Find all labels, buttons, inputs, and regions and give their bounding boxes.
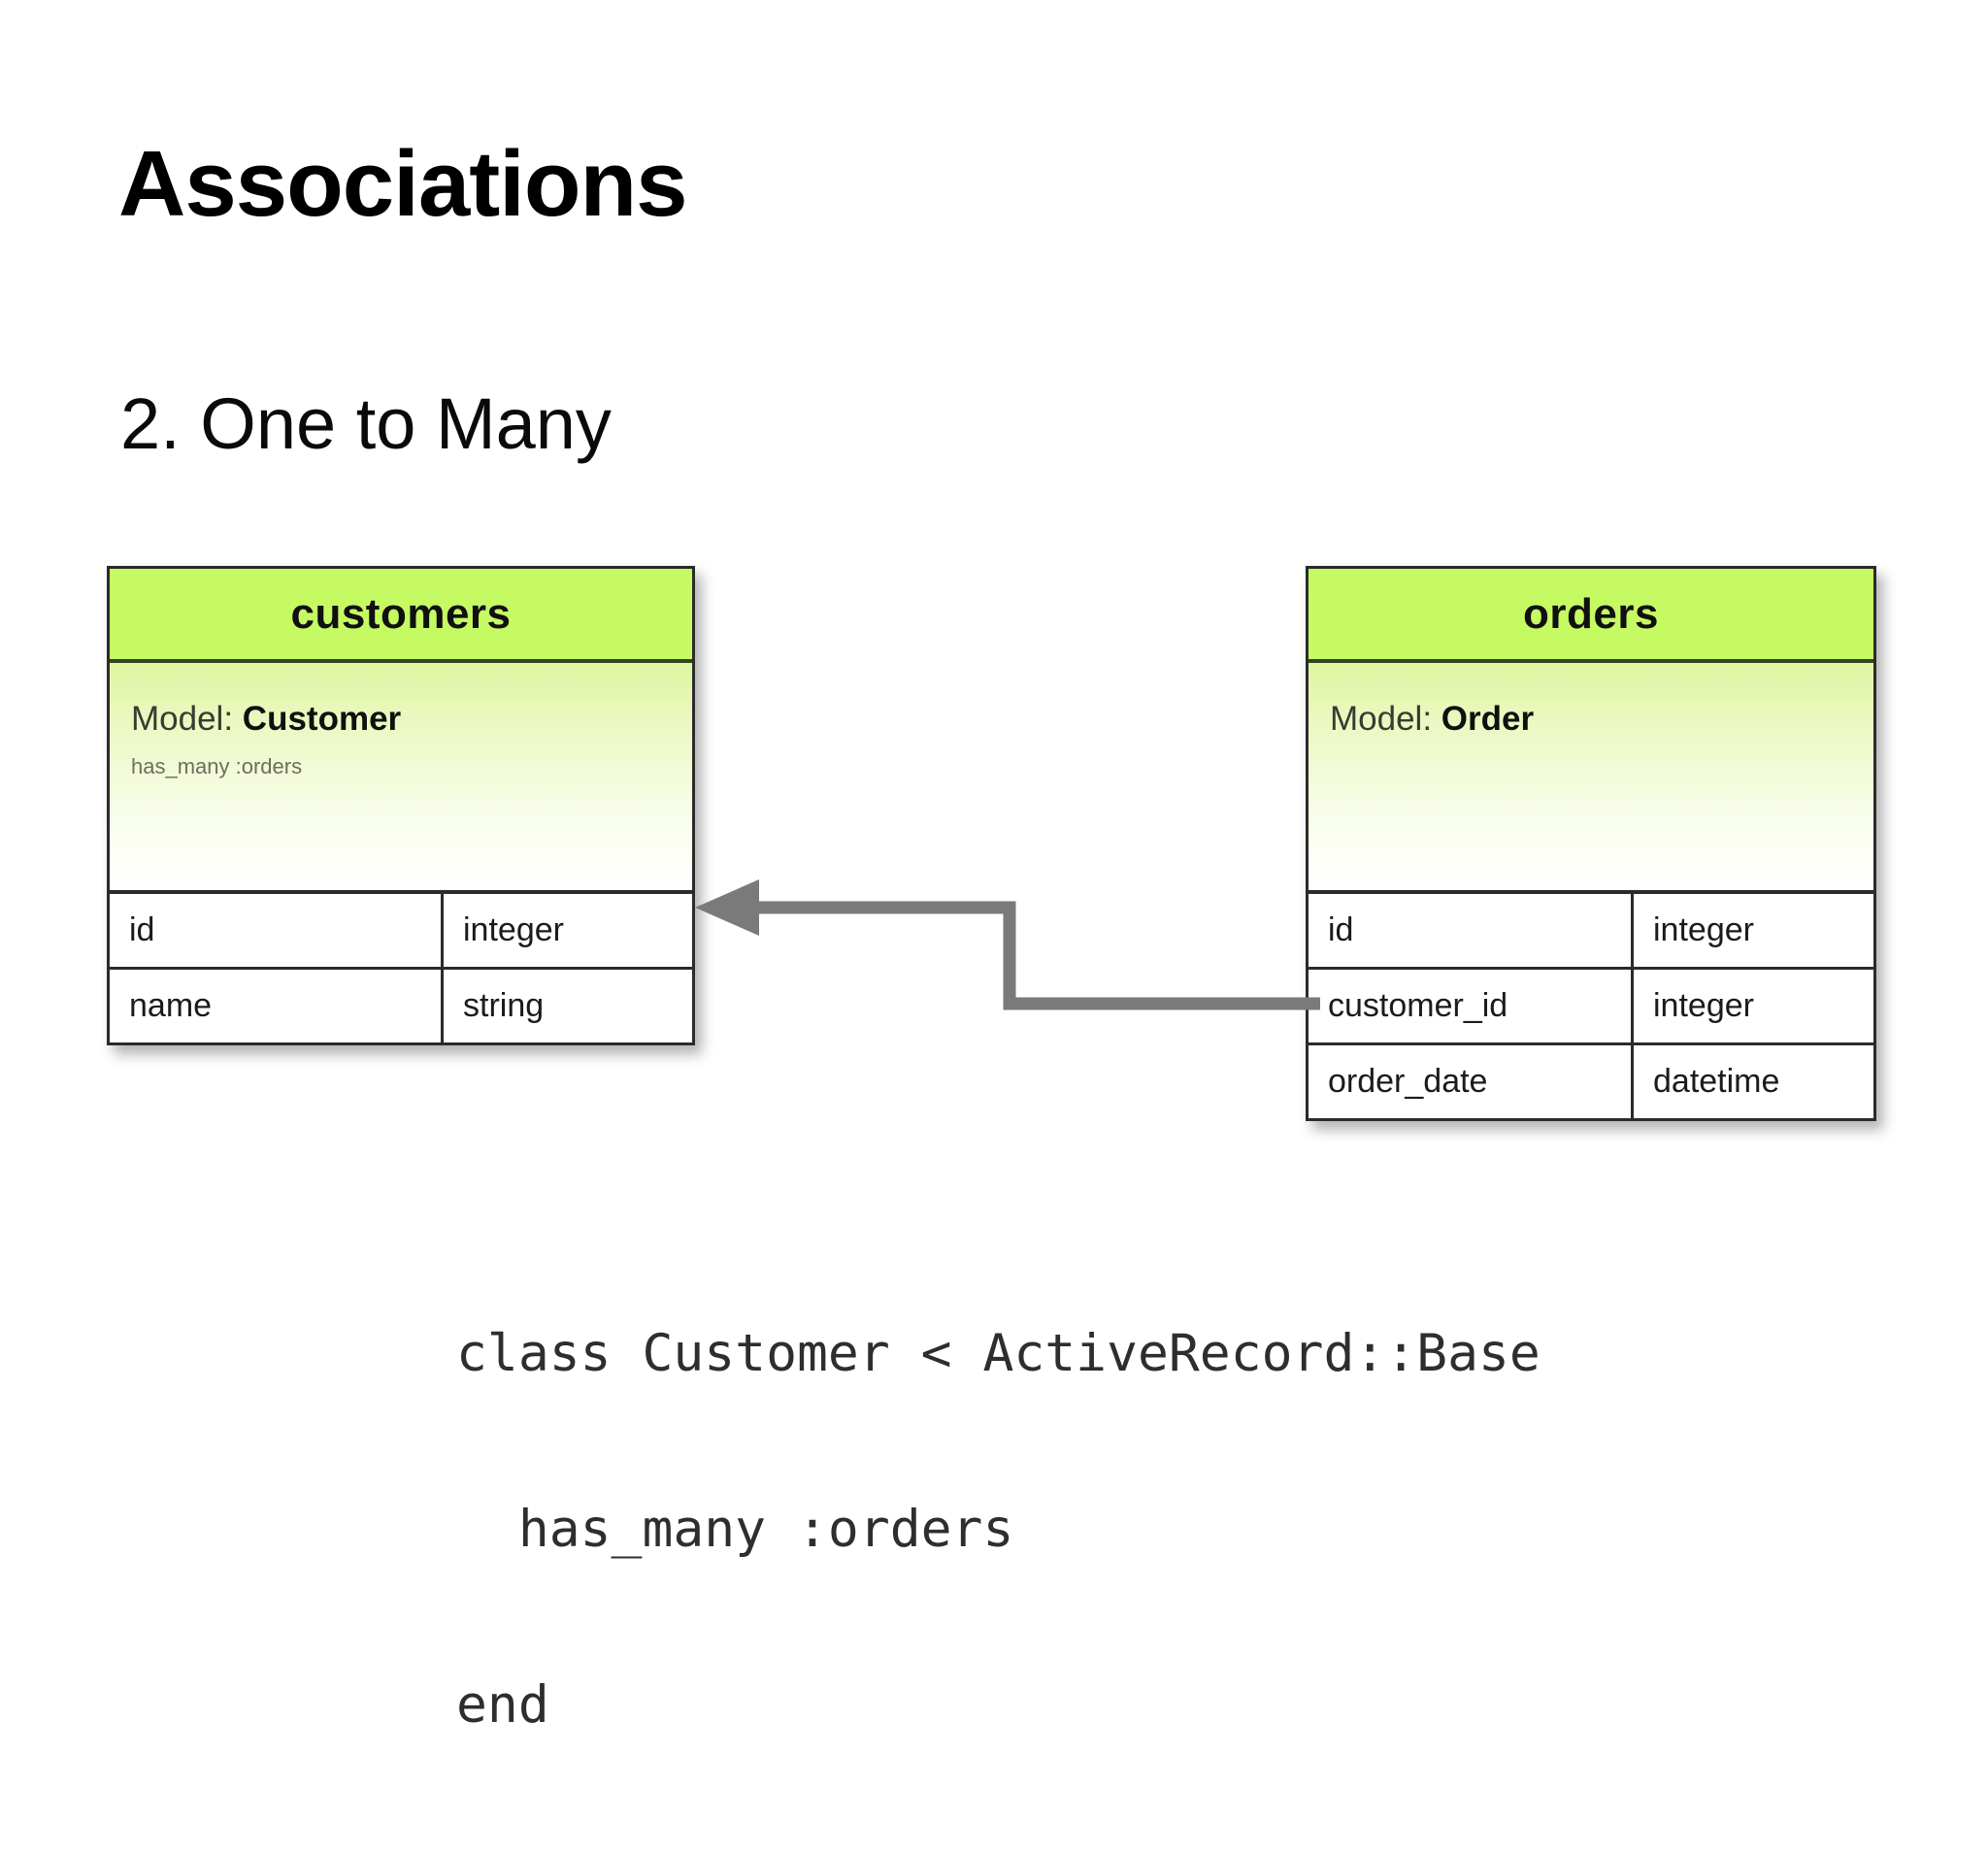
- code-block: class Customer < ActiveRecord::Base has_…: [456, 1207, 1541, 1852]
- er-table-body-customers: Model: Customer has_many :orders: [110, 663, 692, 890]
- er-columns-customers: id integer name string: [110, 890, 692, 1042]
- er-model-prefix-customers: Model:: [131, 700, 234, 738]
- er-table-orders: orders Model: Order id integer customer_…: [1306, 566, 1876, 1121]
- er-model-name-customers: Customer: [242, 700, 402, 738]
- er-column-name: customer_id: [1309, 970, 1634, 1042]
- er-model-prefix-orders: Model:: [1330, 700, 1433, 738]
- er-column-name: name: [110, 970, 444, 1042]
- code-line-1: class Customer < ActiveRecord::Base: [456, 1323, 1541, 1383]
- er-table-customers: customers Model: Customer has_many :orde…: [107, 566, 695, 1045]
- er-table-header-orders: orders: [1309, 569, 1873, 663]
- er-column-type: datetime: [1634, 1045, 1873, 1118]
- connector-arrowhead-icon: [695, 879, 759, 936]
- slide-subtitle: 2. One to Many: [120, 383, 612, 464]
- er-table-title-orders: orders: [1523, 589, 1659, 638]
- relationship-connector-arrow: [695, 879, 1320, 1010]
- code-line-2: has_many :orders: [456, 1500, 1014, 1560]
- connector-line: [736, 901, 1320, 1010]
- page-title: Associations: [118, 132, 688, 236]
- er-column-type: string: [444, 970, 689, 1042]
- table-row: customer_id integer: [1309, 970, 1873, 1045]
- slide-canvas: Associations 2. One to Many customers Mo…: [107, 132, 1876, 1736]
- er-table-body-orders: Model: Order: [1309, 663, 1873, 890]
- er-columns-orders: id integer customer_id integer order_dat…: [1309, 890, 1873, 1118]
- er-model-line-customers: Model: Customer: [131, 700, 692, 739]
- er-association-note-customers: has_many :orders: [131, 754, 303, 778]
- er-table-title-customers: customers: [290, 589, 512, 638]
- er-column-name: id: [1309, 894, 1634, 967]
- er-column-type: integer: [1634, 970, 1873, 1042]
- er-column-name: order_date: [1309, 1045, 1634, 1118]
- er-model-line-orders: Model: Order: [1330, 700, 1873, 739]
- er-column-type: integer: [444, 894, 689, 967]
- er-column-type: integer: [1634, 894, 1873, 967]
- er-table-header-customers: customers: [110, 569, 692, 663]
- er-model-name-orders: Order: [1441, 700, 1535, 738]
- table-row: name string: [110, 970, 692, 1042]
- table-row: order_date datetime: [1309, 1045, 1873, 1118]
- table-row: id integer: [110, 894, 692, 970]
- code-line-3: end: [456, 1675, 549, 1736]
- table-row: id integer: [1309, 894, 1873, 970]
- er-column-name: id: [110, 894, 444, 967]
